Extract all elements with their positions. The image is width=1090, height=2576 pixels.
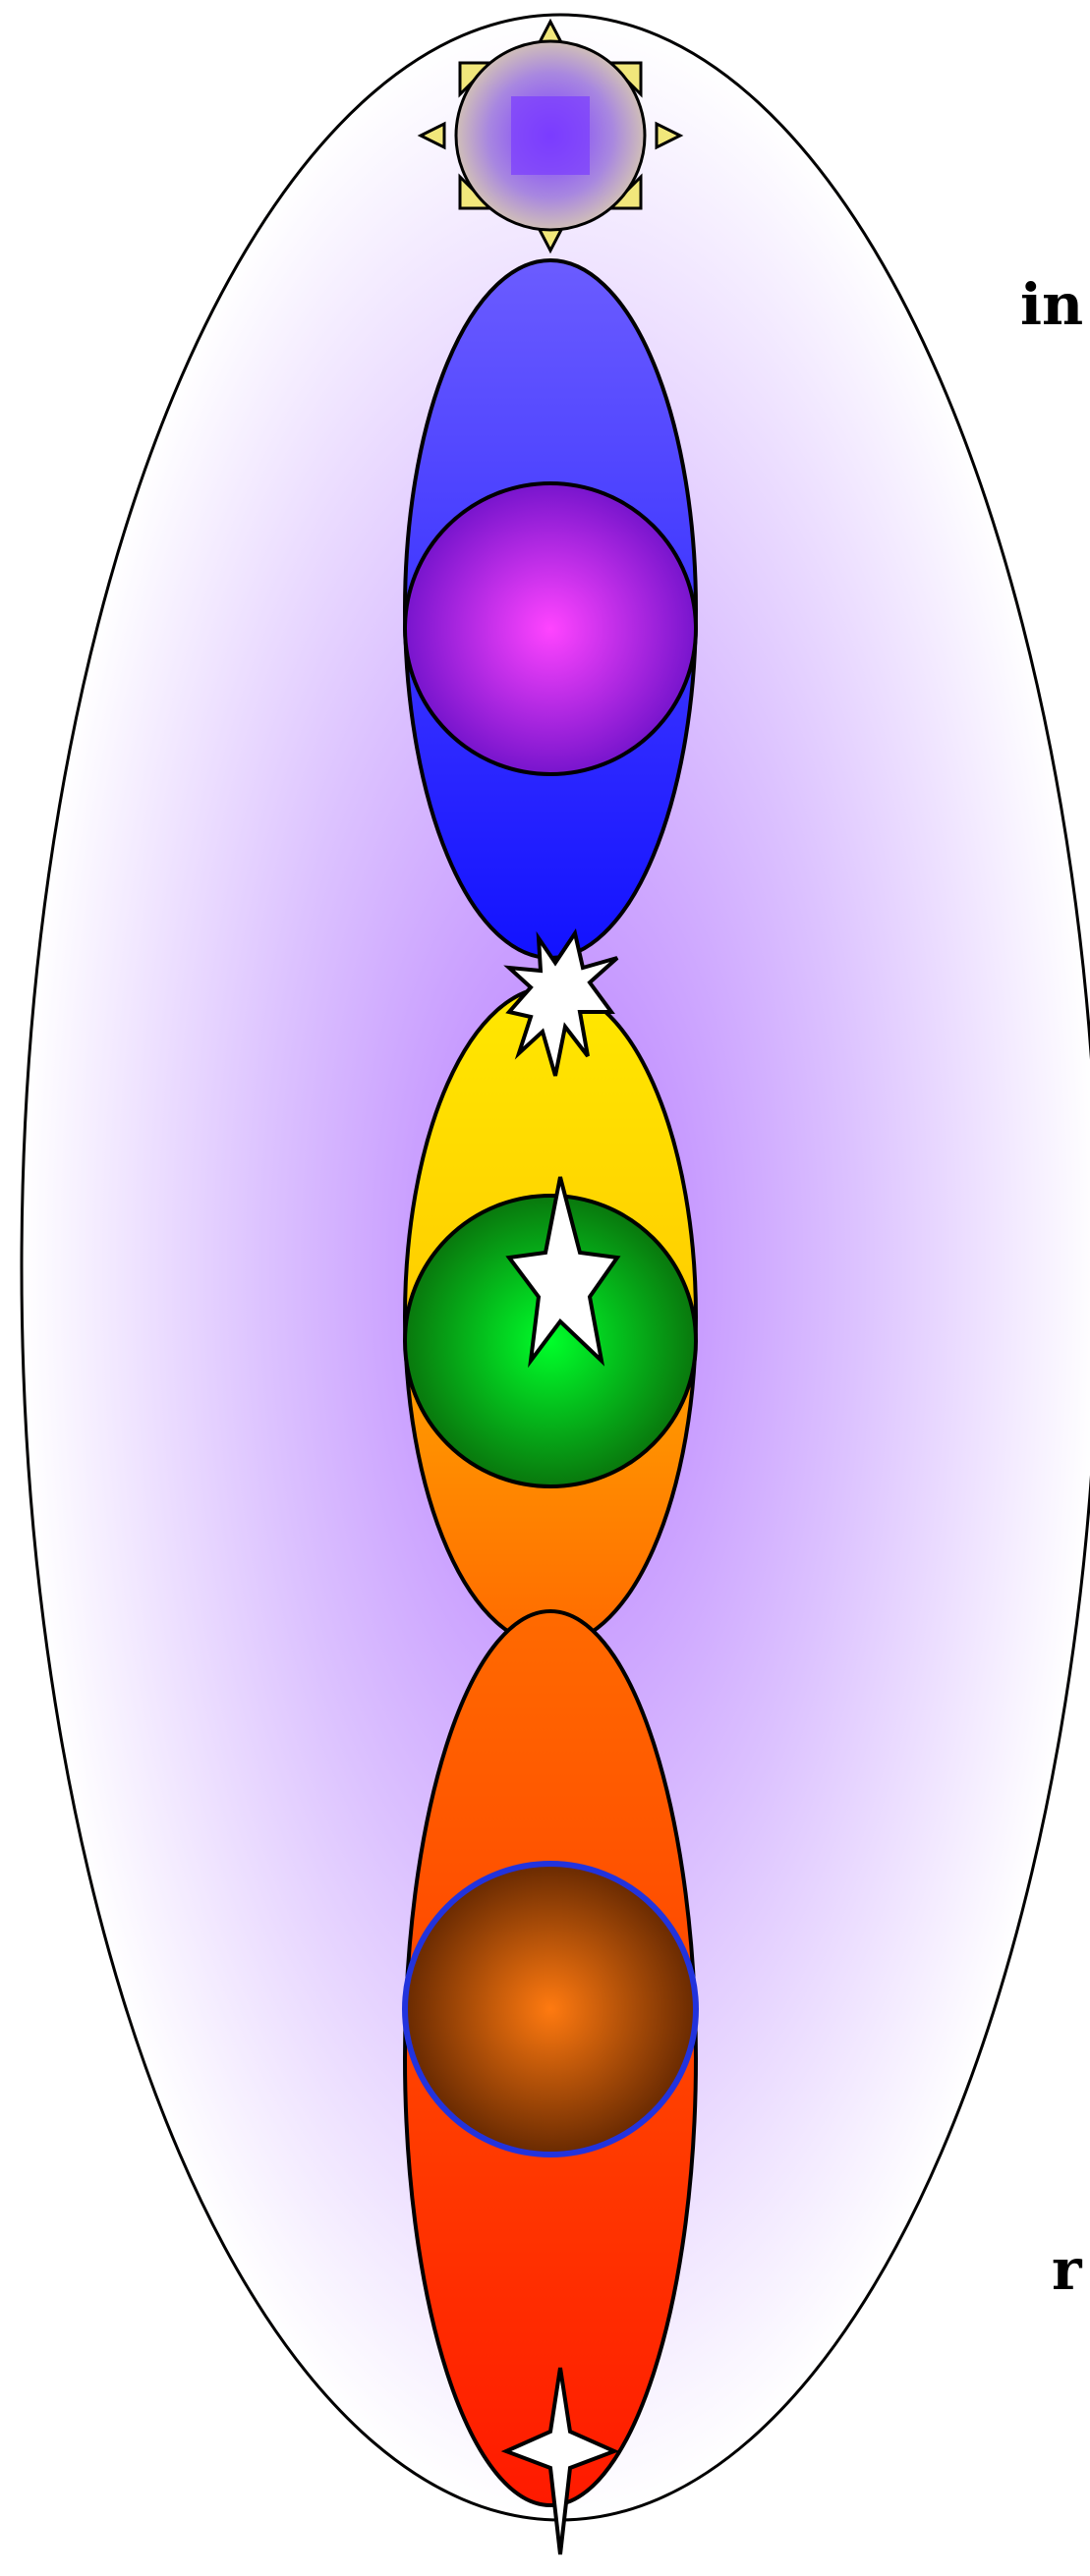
lower-label-fragment: r [1052,2236,1083,2303]
lower-sphere [405,1864,696,2155]
upper-sphere [405,483,696,774]
upper-label-fragment: in [1020,271,1083,338]
